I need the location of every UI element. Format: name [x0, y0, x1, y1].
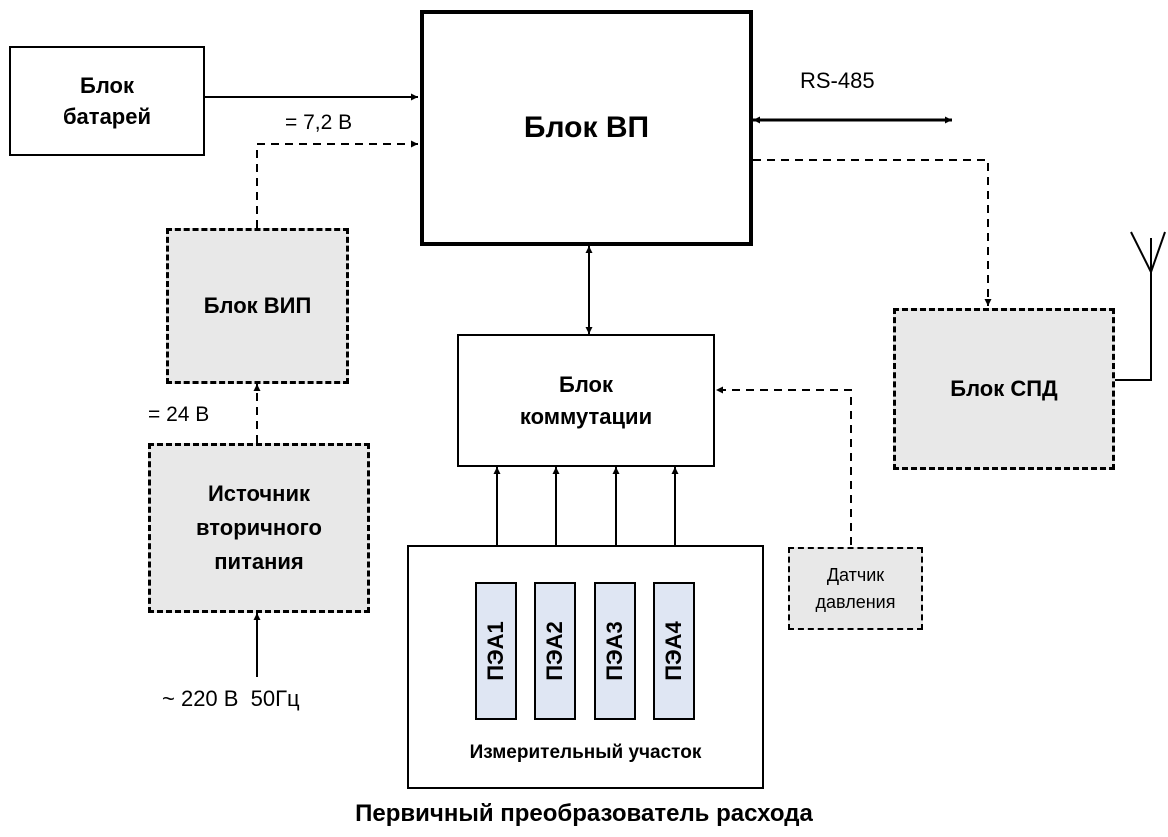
voltage-72-label: = 7,2 В — [285, 111, 353, 134]
pea1-label: ПЭА1 — [483, 621, 508, 681]
antenna-icon — [1114, 238, 1152, 381]
commutation-block: Блок коммутации — [457, 334, 715, 467]
antenna-right-arm — [1150, 231, 1166, 273]
vip-block: Блок ВИП — [166, 228, 349, 384]
rs485-label: RS-485 — [800, 68, 875, 93]
measuring-section-block — [407, 545, 764, 789]
battery-block: Блок батарей — [9, 46, 205, 156]
vp-to-spd-arrow — [753, 159, 992, 306]
pressure-sensor-block: Датчик давления — [788, 547, 923, 630]
vip-to-vp-arrow — [256, 140, 418, 228]
sensor-to-commutation-arrow — [716, 386, 852, 545]
pea3-unit: ПЭА3 — [594, 582, 636, 720]
pea2-unit: ПЭА2 — [534, 582, 576, 720]
pea1-unit: ПЭА1 — [475, 582, 517, 720]
spd-block: Блок СПД — [893, 308, 1115, 470]
voltage-24-label: = 24 В — [148, 403, 210, 426]
pea3-label: ПЭА3 — [602, 621, 627, 681]
diagram-caption: Первичный преобразователь расхода — [355, 800, 813, 827]
source-block: Источник вторичного питания — [148, 443, 370, 613]
antenna-left-arm — [1130, 231, 1152, 273]
pea4-unit: ПЭА4 — [653, 582, 695, 720]
measuring-section-label: Измерительный участок — [469, 742, 702, 763]
mains-label: ~ 220 В 50Гц — [162, 686, 300, 711]
pea4-label: ПЭА4 — [661, 621, 686, 681]
pea2-label: ПЭА2 — [542, 621, 567, 681]
vp-block: Блок ВП — [420, 10, 753, 246]
